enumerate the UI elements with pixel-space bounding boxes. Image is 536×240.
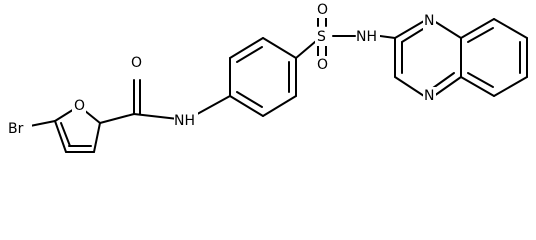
- structure-diagram: Br O O NH S O O NH N N: [8, 2, 528, 153]
- bromine-label: Br: [8, 121, 24, 137]
- amide-nitrogen-label: NH: [174, 113, 195, 129]
- bonds: [24, 13, 528, 153]
- bond-carbonyl-n: [133, 113, 179, 120]
- bond-ph-2-3-inner: [236, 46, 263, 63]
- bond-b-c5-c4a: [460, 76, 495, 97]
- bond-ph-6-1-inner: [236, 91, 263, 108]
- bond-ph-3-4: [262, 37, 297, 59]
- bond-b-c8-c7: [493, 18, 528, 39]
- sulfonyl-oxygen-top-label: O: [317, 2, 328, 18]
- sulfonyl-oxygen-bottom-label: O: [317, 57, 328, 73]
- bond-q-n4-c4a: [433, 76, 462, 97]
- bond-ph-6-1: [229, 95, 264, 117]
- bond-q-c8a-n1: [433, 20, 462, 39]
- quinoxaline-n1-label: N: [424, 13, 434, 29]
- atom-labels: Br O O NH S O O NH N N: [8, 2, 436, 137]
- molecule-canvas: Br O O NH S O O NH N N: [8, 2, 528, 153]
- bond-q-n4-c4a-inner: [432, 72, 455, 89]
- bond-c2-carbonyl: [99, 113, 135, 124]
- quinoxaline-n4-label: N: [424, 88, 434, 104]
- bond-q-n1-c2: [394, 20, 425, 39]
- sulfonamide-nitrogen-label: NH: [356, 29, 377, 45]
- bond-b-c6-c5: [493, 76, 528, 97]
- sulfur-label: S: [317, 29, 326, 45]
- bond-c4-c5: [54, 120, 67, 153]
- bond-q-n1-c2-inner: [401, 28, 424, 43]
- bond-c2-c3: [93, 122, 101, 153]
- bond-b-c8a-c8: [460, 18, 495, 39]
- bond-n-quinoxaline: [379, 35, 396, 39]
- bond-b-c5-c4a-inner: [467, 72, 494, 88]
- bond-ph-2-3: [229, 37, 264, 59]
- bond-c4-c5-inner: [60, 122, 71, 147]
- bond-q-c3-n4: [394, 76, 425, 97]
- bond-b-c8a-c8-inner: [467, 27, 494, 43]
- carbonyl-oxygen-label: O: [131, 55, 142, 71]
- furan-oxygen-label: O: [74, 98, 85, 114]
- bond-ph-5-6: [262, 95, 297, 117]
